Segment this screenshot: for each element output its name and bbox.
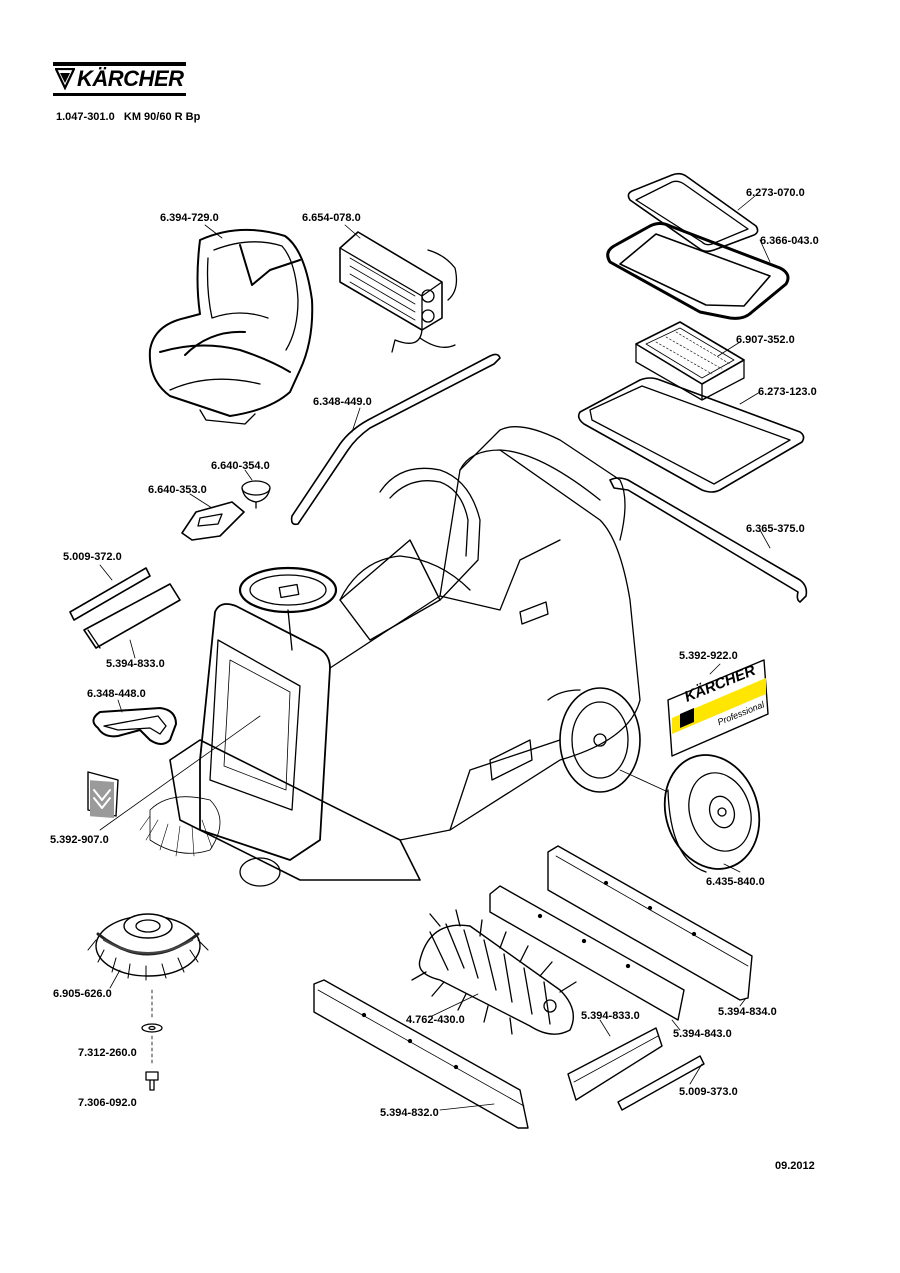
part-label-washer: 7.312-260.0 xyxy=(78,1047,137,1059)
sealing-strip-right-drawing xyxy=(567,1027,663,1101)
part-label-warning-sticker: 5.392-907.0 xyxy=(50,834,109,846)
washer-screw-drawing xyxy=(141,989,163,1091)
part-label-bracket-left: 5.009-372.0 xyxy=(63,551,122,563)
part-label-seat: 6.394-729.0 xyxy=(160,212,219,224)
filter-frame-drawing xyxy=(577,377,805,493)
part-label-bracket-right: 5.009-373.0 xyxy=(679,1086,738,1098)
model-header: 1.047-301.0 KM 90/60 R Bp xyxy=(56,111,200,123)
brand-name: KÄRCHER xyxy=(77,66,184,91)
seat-drawing xyxy=(148,228,314,425)
part-label-edge-profile: 6.365-375.0 xyxy=(746,523,805,535)
part-label-seal: 6.366-043.0 xyxy=(760,235,819,247)
panel-filter-drawing xyxy=(635,321,745,401)
brand-logo: KÄRCHER xyxy=(53,62,186,97)
brand-decal-drawing xyxy=(667,659,769,757)
part-label-roller-brush: 4.762-430.0 xyxy=(406,1014,465,1026)
warning-sticker-drawing xyxy=(87,771,119,818)
sealing-strip-middle-drawing xyxy=(489,885,685,1021)
side-broom-drawing xyxy=(87,913,209,981)
bracket-left-drawing xyxy=(69,567,181,649)
part-label-cover: 6.640-353.0 xyxy=(148,484,207,496)
part-label-side-broom: 6.905-626.0 xyxy=(53,988,112,1000)
part-label-filter-frame: 6.273-123.0 xyxy=(758,386,817,398)
seal-drawing xyxy=(606,222,790,320)
part-label-sealing-strip-middle: 5.394-843.0 xyxy=(673,1028,732,1040)
logo-bar-top xyxy=(53,62,186,66)
cover-drawing xyxy=(181,501,245,541)
part-label-sealing-strip-front: 5.394-832.0 xyxy=(380,1107,439,1119)
bracket-right-drawing xyxy=(617,1055,705,1111)
edge-profile-drawing xyxy=(609,477,808,603)
filter-cover-drawing xyxy=(627,172,759,253)
revision-date: 09.2012 xyxy=(775,1160,815,1172)
part-label-hose-long: 6.348-449.0 xyxy=(313,396,372,408)
part-label-filter-cover: 6.273-070.0 xyxy=(746,187,805,199)
part-label-knob: 6.640-354.0 xyxy=(211,460,270,472)
part-label-belt: 6.348-448.0 xyxy=(87,688,146,700)
part-label-sealing-strip-right: 5.394-833.0 xyxy=(581,1010,640,1022)
charger-drawing xyxy=(339,231,458,353)
part-label-brand-decal: 5.392-922.0 xyxy=(679,650,738,662)
hose-long-drawing xyxy=(290,353,501,526)
model-name: KM 90/60 R Bp xyxy=(123,111,201,123)
sealing-strip-front-drawing xyxy=(313,979,529,1129)
wheel-drawing xyxy=(663,754,761,873)
machine-drawing xyxy=(139,426,641,887)
belt-drawing xyxy=(92,707,177,745)
part-label-sealing-strip-rear: 5.394-834.0 xyxy=(718,1006,777,1018)
part-label-panel-filter: 6.907-352.0 xyxy=(736,334,795,346)
roller-brush-drawing xyxy=(411,909,577,1035)
part-label-wheel: 6.435-840.0 xyxy=(706,876,765,888)
karcher-emblem-icon xyxy=(55,68,75,90)
part-label-screw: 7.306-092.0 xyxy=(78,1097,137,1109)
sealing-strip-rear-drawing xyxy=(547,845,753,1001)
knob-drawing xyxy=(241,480,271,509)
leader-lines xyxy=(99,195,771,1111)
part-label-sealing-strip-left: 5.394-833.0 xyxy=(106,658,165,670)
part-label-charger: 6.654-078.0 xyxy=(302,212,361,224)
logo-bar-bottom xyxy=(53,93,186,96)
part-number: 1.047-301.0 xyxy=(56,111,115,123)
